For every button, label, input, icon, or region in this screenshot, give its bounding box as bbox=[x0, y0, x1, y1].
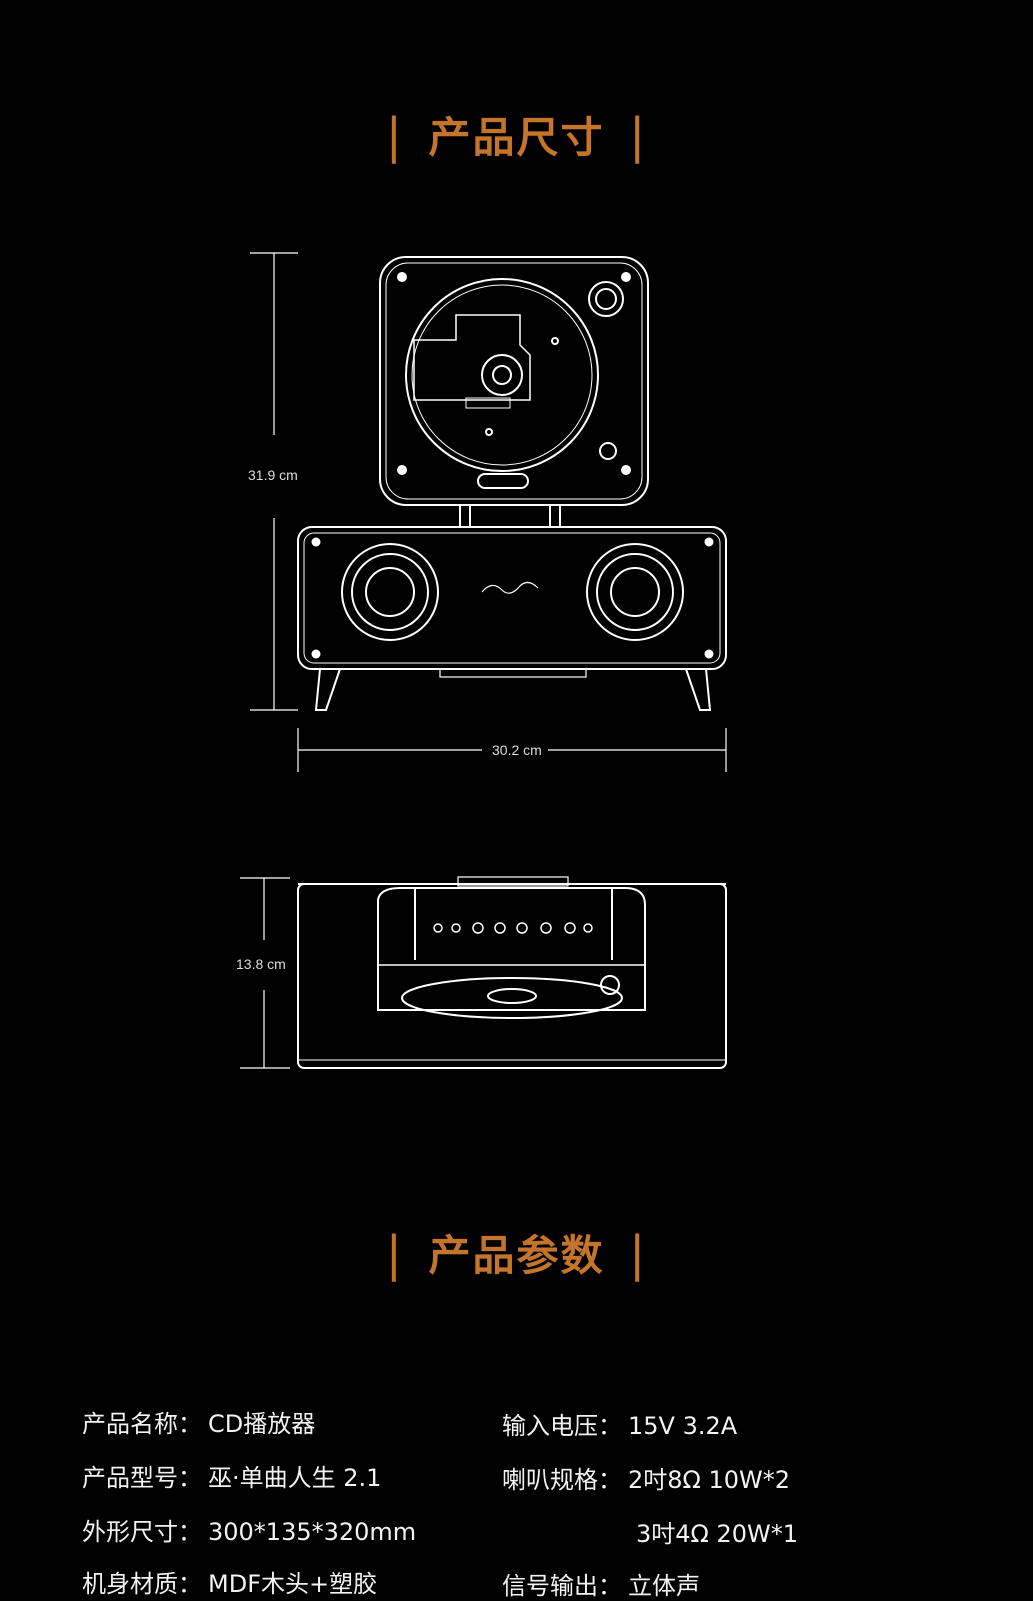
spec-value: 300*135*320mm bbox=[208, 1518, 417, 1546]
spec-row-product-model: 产品型号：巫·单曲人生 2.1 bbox=[82, 1458, 381, 1493]
spec-key: 外形尺寸： bbox=[82, 1518, 202, 1546]
depth-dimension-label: 13.8 cm bbox=[234, 956, 288, 972]
spec-value: 15V 3.2A bbox=[628, 1412, 738, 1440]
spec-value: CD播放器 bbox=[208, 1410, 316, 1438]
spec-key: 输入电压： bbox=[502, 1412, 622, 1440]
spec-value: 2吋8Ω 10W*2 bbox=[628, 1466, 791, 1494]
spec-row-input-voltage: 输入电压：15V 3.2A bbox=[502, 1406, 737, 1441]
spec-key: 机身材质： bbox=[82, 1570, 202, 1598]
spec-value: 立体声 bbox=[628, 1572, 700, 1600]
heading-bar-left: | bbox=[385, 108, 404, 164]
spec-row-speaker-spec-2: 3吋4Ω 20W*1 bbox=[630, 1514, 798, 1549]
spec-value: 3吋4Ω 20W*1 bbox=[636, 1520, 799, 1548]
section-size-title: 产品尺寸 bbox=[428, 113, 605, 162]
spec-key: 产品型号： bbox=[82, 1464, 202, 1492]
depth-dimension-line bbox=[240, 877, 290, 1069]
product-line-drawing bbox=[240, 252, 727, 1069]
width-dimension-line bbox=[297, 728, 727, 772]
spec-row-material: 机身材质：MDF木头+塑胶 bbox=[82, 1564, 377, 1599]
spec-row-product-name: 产品名称：CD播放器 bbox=[82, 1404, 315, 1439]
spec-value: MDF木头+塑胶 bbox=[208, 1570, 378, 1598]
height-dimension-label: 31.9 cm bbox=[246, 467, 300, 483]
spec-row-dimensions: 外形尺寸：300*135*320mm bbox=[82, 1512, 416, 1547]
spec-row-speaker-spec: 喇叭规格：2吋8Ω 10W*2 bbox=[502, 1460, 790, 1495]
heading-bar-right: | bbox=[629, 108, 648, 164]
heading-bar-right: | bbox=[629, 1226, 648, 1282]
heading-bar-left: | bbox=[385, 1226, 404, 1282]
spec-row-signal-output: 信号输出：立体声 bbox=[502, 1566, 700, 1601]
spec-key: 产品名称： bbox=[82, 1410, 202, 1438]
cd-player-front bbox=[379, 256, 649, 528]
section-size-heading: | 产品尺寸 | bbox=[0, 104, 1033, 165]
height-dimension-line bbox=[250, 252, 298, 711]
spec-value: 巫·单曲人生 2.1 bbox=[208, 1464, 382, 1492]
spec-key: 信号输出： bbox=[502, 1572, 622, 1600]
section-params-title: 产品参数 bbox=[428, 1231, 605, 1280]
speaker-base-front bbox=[297, 526, 727, 711]
width-dimension-label: 30.2 cm bbox=[490, 742, 544, 758]
spec-key: 喇叭规格： bbox=[502, 1466, 622, 1494]
product-top-view bbox=[297, 876, 727, 1069]
section-params-heading: | 产品参数 | bbox=[0, 1222, 1033, 1283]
